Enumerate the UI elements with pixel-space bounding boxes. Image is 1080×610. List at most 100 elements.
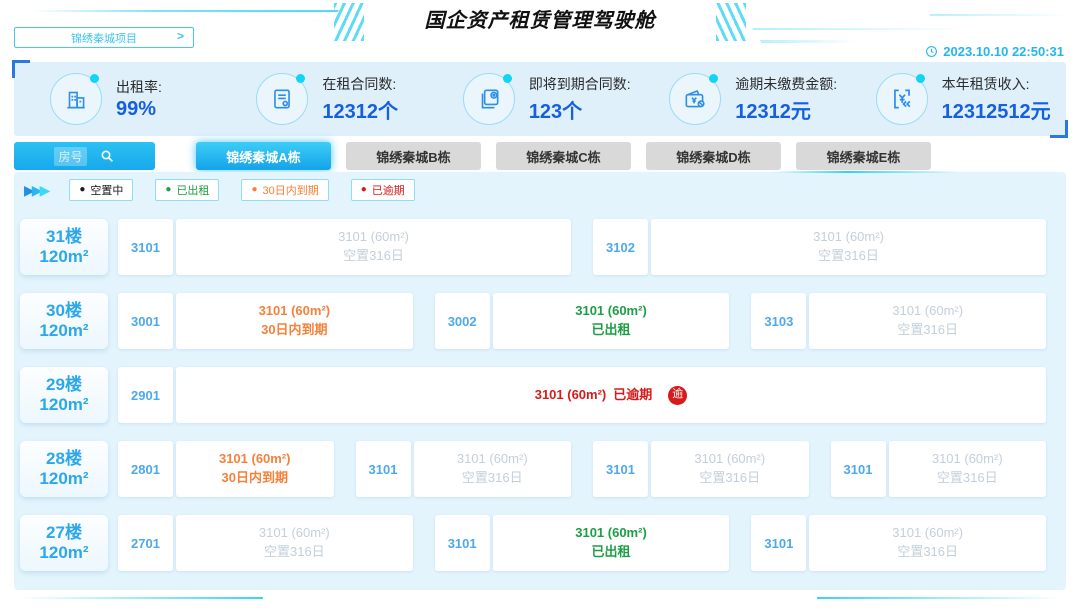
title-banner: 国企资产租赁管理驾驶舱: [318, 0, 762, 44]
project-select-button[interactable]: 锦绣秦城项目 >: [14, 27, 194, 48]
room-number-cell[interactable]: 3101: [434, 515, 490, 571]
project-select-label: 锦绣秦城项目: [71, 32, 137, 45]
rooms-container: 3101 3101 (60m²) 空置316日 3102 3101 (60m²)…: [118, 219, 1046, 275]
room-title: 3101 (60m²): [456, 451, 528, 467]
room-status-card[interactable]: 3101 (60m²) 已出租: [492, 515, 730, 571]
kpi-value: 12312个: [322, 101, 399, 123]
room-unit: 3101 3101 (60m²) 空置316日: [355, 441, 571, 497]
room-unit: 3001 3101 (60m²) 30日内到期: [118, 293, 413, 349]
banner-stripes-icon: [334, 3, 364, 41]
floor-area: 120m²: [39, 321, 89, 340]
room-number-cell[interactable]: 3101: [118, 219, 173, 275]
room-number-cell[interactable]: 2901: [118, 367, 173, 423]
floor-row: 31楼 120m² 3101 3101 (60m²) 空置316日 3102 3…: [20, 219, 1046, 275]
room-title: 3101 (60m²): [892, 525, 964, 541]
income-icon: [875, 73, 928, 125]
legend-row: ▶▶▶ ● 空置中 ● 已出租 ● 30日内到期 ● 已逾期: [14, 172, 1066, 201]
kpi-item: 出租率: 99%: [24, 73, 230, 125]
room-title: 3101 (60m²): [694, 451, 766, 467]
room-number-cell[interactable]: 3001: [118, 293, 173, 349]
room-status-card[interactable]: 3101 (60m²) 空置316日: [176, 515, 413, 571]
kpi-label: 在租合同数:: [322, 76, 397, 92]
legend-label: 已逾期: [371, 185, 405, 197]
floor-name: 28楼: [46, 448, 82, 468]
cyan-dot-icon: [915, 74, 925, 83]
room-number-cell[interactable]: 2801: [118, 441, 173, 497]
floor-area: 120m²: [39, 247, 89, 266]
floor-list: 31楼 120m² 3101 3101 (60m²) 空置316日 3102 3…: [14, 219, 1066, 571]
room-status-card[interactable]: 3101 (60m²) 空置316日: [651, 441, 809, 497]
room-status-card[interactable]: 3101 (60m²) 空置316日: [413, 441, 571, 497]
room-status-card[interactable]: 3101 (60m²) 30日内到期: [176, 441, 334, 497]
room-title: 3101 (60m²): [258, 525, 330, 541]
legend-label: 空置中: [90, 185, 124, 197]
room-unit: 3102 3101 (60m²) 空置316日: [593, 219, 1046, 275]
kpi-label: 即将到期合同数:: [528, 76, 631, 92]
status-dot-icon: ●: [79, 184, 86, 195]
room-title: 3101 (60m²): [258, 303, 331, 319]
room-status-card[interactable]: 3101 (60m²) 已出租: [492, 293, 730, 349]
triple-arrow-icon: ▶▶▶: [24, 182, 50, 198]
kpi-item: 即将到期合同数: 123个: [437, 73, 643, 125]
building-tab-1[interactable]: 锦绣秦城B栋: [346, 142, 481, 170]
legend-items: ● 空置中 ● 已出租 ● 30日内到期 ● 已逾期: [69, 179, 415, 201]
legend-item-expiring[interactable]: ● 30日内到期: [241, 179, 329, 201]
floor-label-card: 30楼 120m²: [20, 293, 108, 349]
room-status-card[interactable]: 3101 (60m²) 空置316日: [651, 219, 1046, 275]
room-number-cell[interactable]: 3101: [830, 441, 886, 497]
room-search-input[interactable]: 房号: [14, 142, 155, 170]
search-icon: [101, 150, 113, 162]
room-number-cell[interactable]: 3101: [593, 441, 648, 497]
room-unit: 2901 3101 (60m²) 已逾期 逾: [118, 367, 1046, 423]
toolbar: 房号 锦绣秦城A栋锦绣秦城B栋锦绣秦城C栋锦绣秦城D栋锦绣秦城E栋: [14, 142, 1066, 170]
floor-label-card: 31楼 120m²: [20, 219, 108, 275]
search-placeholder: 房号: [54, 146, 87, 166]
building-tab-0[interactable]: 锦绣秦城A栋: [196, 142, 331, 170]
room-state-text: 空置316日: [897, 544, 959, 559]
status-dot-icon: ●: [165, 184, 172, 195]
room-status-card[interactable]: 3101 (60m²) 空置316日: [888, 441, 1046, 497]
floor-name: 31楼: [46, 226, 82, 246]
clock-icon: [926, 46, 938, 57]
floor-label-card: 28楼 120m²: [20, 441, 108, 497]
room-number-cell[interactable]: 3102: [593, 219, 648, 275]
room-state-text: 空置316日: [461, 470, 523, 485]
footer-trapezoid: [260, 597, 820, 610]
room-unit: 3101 3101 (60m²) 空置316日: [751, 515, 1047, 571]
rooms-container: 2701 3101 (60m²) 空置316日 3101 3101 (60m²)…: [118, 515, 1047, 571]
room-status-card[interactable]: 3101 (60m²) 30日内到期: [176, 293, 413, 349]
room-unit: 3101 3101 (60m²) 空置316日: [118, 219, 571, 275]
status-dot-icon: ●: [251, 184, 258, 195]
legend-item-overdue[interactable]: ● 已逾期: [350, 179, 415, 201]
room-unit: 3002 3101 (60m²) 已出租: [434, 293, 730, 349]
room-unit: 3103 3101 (60m²) 空置316日: [751, 293, 1047, 349]
building-tab-4[interactable]: 锦绣秦城E栋: [796, 142, 931, 170]
room-number-cell[interactable]: 3103: [751, 293, 807, 349]
floor-row: 29楼 120m² 2901 3101 (60m²) 已逾期 逾: [20, 367, 1046, 423]
kpi-item: 在租合同数: 12312个: [230, 73, 436, 125]
room-number-cell[interactable]: 3101: [355, 441, 411, 497]
status-dot-icon: ●: [360, 184, 367, 195]
room-title: 3101 (60m²): [575, 525, 647, 541]
room-number-cell[interactable]: 2701: [118, 515, 173, 571]
room-number-cell[interactable]: 3101: [751, 515, 807, 571]
room-status-card[interactable]: 3101 (60m²) 空置316日: [809, 515, 1047, 571]
building-tab-2[interactable]: 锦绣秦城C栋: [496, 142, 631, 170]
room-number-cell[interactable]: 3002: [434, 293, 490, 349]
timestamp: 2023.10.10 22:50:31: [925, 44, 1064, 59]
expiring-contract-icon: [462, 73, 515, 125]
legend-item-vacant[interactable]: ● 空置中: [69, 179, 134, 201]
room-title: 3101 (60m²): [338, 229, 409, 245]
room-state-text: 已逾期: [613, 386, 653, 402]
room-status-card[interactable]: 3101 (60m²) 空置316日: [176, 219, 571, 275]
room-unit: 3101 3101 (60m²) 空置316日: [830, 441, 1046, 497]
room-title: 3101 (60m²): [534, 386, 607, 402]
floor-name: 30楼: [46, 300, 82, 320]
room-status-card[interactable]: 3101 (60m²) 已逾期 逾: [176, 367, 1046, 423]
kpi-value: 123个: [528, 101, 583, 123]
room-status-card[interactable]: 3101 (60m²) 空置316日: [809, 293, 1047, 349]
building-tab-3[interactable]: 锦绣秦城D栋: [646, 142, 781, 170]
room-state-text: 空置316日: [343, 248, 404, 263]
legend-item-rented[interactable]: ● 已出租: [155, 179, 220, 201]
